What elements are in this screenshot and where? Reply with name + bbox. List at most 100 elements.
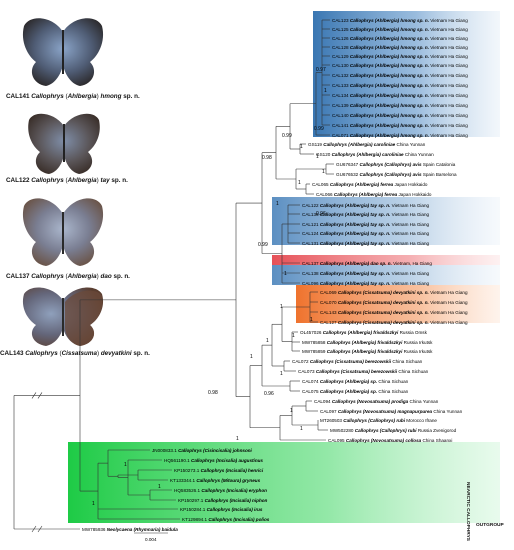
leaf-label: CAL141 Callophrys (Ahlbergia) hmong sp. … [332,123,468,128]
outgroup-label: OUTGROUP [476,523,504,528]
leaf-label: CAL096 Callophrys (Ahlbergia) tay sp. n.… [302,281,430,286]
nearctic-label: NEARCTIC CALLOPHRYS [465,482,470,541]
leaf-label: CAL139 Callophrys (Ahlbergia) hmong sp. … [332,103,468,108]
leaf-label: CAL069 Callophrys (Cissatsuma) devyatkin… [320,290,468,295]
support-value: 1 [292,333,295,339]
support-value: 0.99 [282,133,292,139]
clade-band-hmong [313,11,500,137]
leaf-label: KP150284.1 Callophrys (Incisalia) irus [180,507,263,512]
support-value: 1 [158,484,161,490]
leaf-label: CAL131 Callophrys (Ahlbergia) tay sp. n.… [302,241,430,246]
clade-band-tay [272,197,500,245]
leaf-label: KT129894.1 Callophrys (Incisalia) polios [182,517,270,522]
support-value: 1 [310,317,313,323]
leaf-label: CAL128 Callophrys (Ahlbergia) hmong sp. … [332,45,468,50]
leaf-label: GU676532 Callophrys (Callophrys) avis Sp… [336,172,457,177]
photo-caption-hmong: CAL141 Callophrys (Ahlbergia) hmong sp. … [6,93,140,100]
leaf-label: OL457026 Callophrys (Ahlbergia) frivalds… [300,330,428,335]
support-value: 1 [92,501,95,507]
butterfly-photo-hmong [22,18,104,86]
leaf-label: CAL071 Callophrys (Ahlbergia) hmong sp. … [332,133,468,138]
leaf-label: HQ583526.1 Callophrys (Incisalia) erypho… [174,488,267,493]
support-value: 1 [316,154,319,160]
support-value: 1 [300,426,303,432]
leaf-labels: CAL123 Callophrys (Ahlbergia) hmong sp. … [82,18,468,532]
tree-branch [31,392,37,399]
support-value: 1 [250,354,253,360]
support-value: 1 [298,180,301,186]
clade-band-dao [272,255,500,265]
leaf-label: CAL095 Callophrys (Novosatsuma) collosa … [328,438,452,443]
butterfly-photo-devyatkini [22,287,104,346]
support-value: 0.96 [264,391,274,397]
leaf-label: CAL123 Callophrys (Ahlbergia) hmong sp. … [332,18,468,23]
leaf-label: CAL066 Callophrys (Ahlbergia) ferrea Jap… [316,192,432,197]
support-values: 0.97 1 0.99 1 0.98 0.99 1 1 1 0.96 1 0.99 1 1 1 1 1 1 1 0.9… [92,67,327,507]
leaf-label: CAL129 Callophrys (Ahlbergia) hmong sp. … [332,54,468,59]
support-value: 1 [124,462,127,468]
clade-band-tay-2 [272,265,500,285]
leaf-label: GS119 Callophrys (Ahlbergia) caroliniae … [308,142,426,147]
leaf-label: CAL075 Callophrys (Ahlbergia) sp. China … [302,389,409,394]
leaf-label: KP150297.1 Callophrys (Incisalia) niphon [178,498,268,503]
leaf-label: CAL140 Callophrys (Ahlbergia) hmong sp. … [332,113,468,118]
leaf-label: CAL124 Callophrys (Ahlbergia) tay sp. n.… [302,231,430,236]
leaf-label: KT133344.1 Callophrys (Mitoura) gryneus [170,478,261,483]
leaf-label: CAL137 Callophrys (Ahlbergia) dao sp. n.… [302,261,432,266]
scale-label: 0.004 [145,537,157,542]
tree-branch [31,525,37,533]
leaf-label: CAL132 Callophrys (Ahlbergia) hmong sp. … [332,73,468,78]
photo-caption-devyatkini: CAL143 Callophrys (Cissatsuma) devyatkin… [0,350,150,357]
photo-caption-tay: CAL122 Callophrys (Ahlbergia) tay sp. n. [6,177,128,184]
leaf-label: CAL143 Callophrys (Cissatsuma) devyatkin… [320,310,468,315]
tree-branch [37,392,43,399]
leaf-label: GS120 Callophrys (Ahlbergia) caroliniae … [316,152,434,157]
support-value: 1 [266,338,269,344]
leaf-label: CAL126 Callophrys (Ahlbergia) hmong sp. … [332,36,468,41]
support-value: 0.96 [316,211,326,217]
leaf-label: MW785936 Neolycaena (Rhymnaria) baidula [82,527,178,532]
butterfly-photo-tay [28,113,100,174]
leaf-label: CAL127 Callophrys (Cissatsuma) devyatkin… [320,320,468,325]
leaf-label: MW785858 Callophrys (Ahlbergia) frivalds… [302,340,433,345]
support-value: 0.99 [258,242,268,248]
support-value: 1 [324,88,327,94]
leaf-label: GU676347 Callophrys (Callophrys) avis Sp… [336,162,456,167]
leaf-label: MW502280 Callophrys (Callophrys) rubi Ru… [330,428,457,433]
leaf-label: HQ561190.1 Callophrys (Incisalia) august… [164,458,263,463]
leaf-label: CAL070 Callophrys (Cissatsuma) devyatkin… [320,300,468,305]
leaf-label: CAL073 Callophrys (Cissatsuma) berezowsk… [298,369,429,374]
leaf-label: MW785859 Callophrys (Ahlbergia) frivalds… [302,349,433,354]
leaf-label: CAL097 Callophrys (Novosatsuma) magnapur… [320,409,463,414]
support-value: 1 [236,436,239,442]
leaf-label: CAL134 Callophrys (Ahlbergia) hmong sp. … [332,93,468,98]
support-value: 1 [300,144,303,150]
support-value: 1 [280,371,283,377]
support-value: 0.97 [316,67,326,73]
clade-band-nearctic [68,442,500,523]
support-value: 1 [290,408,293,414]
leaf-label: CAL122 Callophrys (Ahlbergia) tay sp. n.… [302,203,430,208]
support-value: 1 [284,271,287,277]
leaf-label: CAL138 Callophrys (Ahlbergia) tay sp. n.… [302,271,430,276]
leaf-label: CAL121 Callophrys (Ahlbergia) tay sp. n.… [302,222,430,227]
leaf-label: CAL133 Callophrys (Ahlbergia) hmong sp. … [332,83,468,88]
photo-caption-dao: CAL137 Callophrys (Ahlbergia) dao sp. n. [6,273,130,280]
butterfly-photo-dao [22,198,104,266]
support-value: 0.98 [208,390,218,396]
support-value: 0.99 [314,126,324,132]
support-value: 0.98 [262,155,272,161]
tree-branch [37,525,43,533]
clade-band-devyatkini [296,285,500,323]
tree-branches [13,19,334,533]
leaf-label: CAL094 Callophrys (Novosatsuma) prodiga … [314,399,439,404]
leaf-label: KP150273.1 Callophrys (Incisalia) henric… [174,468,264,473]
leaf-label: CAL065 Callophrys (Ahlbergia) ferrea Jap… [312,182,428,187]
leaf-label: CAL136 Callophrys (Ahlbergia) tay sp. n.… [302,212,430,217]
leaf-label: CAL125 Callophrys (Ahlbergia) hmong sp. … [332,27,468,32]
leaf-label: JN000833.1 Callophrys (Cisincisalia) joh… [152,448,253,453]
leaf-label: CAL130 Callophrys (Ahlbergia) hmong sp. … [332,63,468,68]
leaf-label: CAL074 Callophrys (Ahlbergia) sp. China … [302,379,409,384]
support-value: 1 [280,304,283,310]
